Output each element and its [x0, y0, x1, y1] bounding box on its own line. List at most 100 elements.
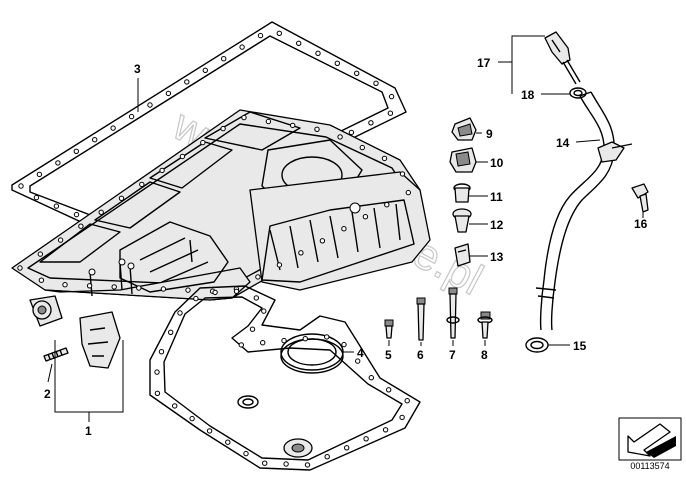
bolt-hole [118, 195, 125, 202]
bolt-hole [260, 340, 266, 346]
bolt-hole [37, 251, 43, 257]
bolt-hole [373, 80, 379, 87]
bolt-hole [73, 211, 80, 218]
bolt-hole [57, 237, 64, 243]
bolt-hole [386, 387, 392, 393]
part-7-screw [446, 287, 460, 339]
bolt-hole [238, 342, 245, 348]
bolt-hole [362, 214, 369, 220]
bolt-hole [17, 265, 23, 271]
label-1: 1 [85, 424, 92, 438]
bolt-hole [239, 44, 245, 50]
bolt-hole [341, 226, 347, 232]
bolt-hole [261, 308, 267, 314]
bolt-hole [241, 114, 247, 121]
bolt-hole [324, 454, 330, 460]
bolt-hole [154, 390, 161, 396]
bolt-hole [281, 337, 287, 344]
bolt-hole [55, 160, 61, 166]
bolt-hole [177, 310, 183, 316]
bolt-hole [225, 439, 231, 445]
bolt-hole [399, 414, 405, 421]
bolt-hole [253, 295, 259, 301]
label-12: 12 [490, 218, 504, 232]
bolt-hole [257, 32, 264, 39]
bolt-hole [262, 460, 268, 466]
bolt-hole [290, 122, 296, 129]
bolt-hole [359, 144, 365, 151]
bolt-hole [298, 250, 304, 256]
bolt-hole [154, 369, 160, 375]
bolt-hole [193, 295, 199, 302]
bolt-hole [128, 113, 135, 120]
label-5: 5 [385, 348, 392, 362]
bolt-hole [206, 428, 213, 434]
bolt-hole [388, 93, 395, 100]
part-13-clip [454, 243, 471, 267]
bolt-hole [265, 118, 272, 125]
part-18-o-ring [569, 87, 587, 99]
label-18: 18 [521, 88, 535, 102]
label-10: 10 [490, 156, 504, 170]
bolt-hole [315, 50, 321, 56]
document-id: 00113574 [630, 461, 670, 471]
bolt-hole [304, 462, 311, 468]
bolt-hole [78, 223, 84, 229]
bolt-hole [136, 285, 142, 291]
bolt-hole [221, 56, 227, 62]
bolt-hole [110, 125, 116, 131]
bolt-hole [405, 189, 411, 196]
part-17-dipstick [544, 31, 581, 85]
bolt-hole [249, 326, 256, 332]
callout-labels: 1 2 3 4 5 6 7 8 9 10 11 12 13 14 15 16 1… [44, 56, 648, 438]
label-14: 14 [556, 136, 570, 150]
label-2: 2 [44, 387, 51, 401]
bolt-hole [212, 289, 218, 296]
bolt-hole [165, 90, 172, 97]
bolt-hole [53, 203, 60, 209]
bolt-hole [168, 329, 174, 335]
bolt-hole [98, 209, 104, 216]
bolt-hole [233, 288, 240, 294]
bolt-hole [33, 194, 40, 201]
bolt-hole [92, 137, 98, 143]
label-7: 7 [449, 348, 456, 362]
bolt-hole [184, 79, 190, 85]
bolt-hole [160, 286, 167, 292]
label-13: 13 [490, 250, 504, 264]
label-8: 8 [481, 348, 488, 362]
bolt-hole [363, 436, 369, 442]
bolt-hole [202, 67, 209, 74]
bolt-hole [73, 148, 80, 155]
label-16: 16 [634, 217, 648, 231]
bolt-hole [319, 238, 326, 244]
label-3: 3 [134, 62, 141, 76]
label-17: 17 [477, 56, 491, 70]
bolt-hole [179, 153, 186, 160]
bolt-hole [368, 120, 374, 126]
bolt-hole [382, 427, 389, 433]
bolt-hole [38, 277, 45, 283]
bolt-hole [220, 125, 226, 132]
part-5-screw [384, 319, 394, 339]
bolt-hole [255, 274, 261, 280]
bolt-hole [344, 445, 350, 451]
bolt-hole [384, 202, 390, 208]
label-9: 9 [486, 127, 493, 141]
part-6-screw [416, 297, 426, 341]
bolt-hole [159, 167, 165, 174]
bolt-hole [185, 287, 191, 293]
part-3-upper-gasket [11, 21, 407, 247]
bolt-hole [36, 171, 43, 178]
part-14-guide-tube [535, 91, 633, 331]
bolt-hole [276, 30, 282, 36]
bolt-hole [381, 155, 388, 162]
bolt-hole [302, 336, 308, 342]
bolt-hole [341, 341, 347, 348]
bolt-hole [147, 102, 153, 108]
part-15-sealing-ring [525, 337, 549, 353]
label-4: 4 [357, 346, 364, 360]
bolt-hole [334, 60, 340, 66]
part-10-bushing [449, 147, 477, 173]
